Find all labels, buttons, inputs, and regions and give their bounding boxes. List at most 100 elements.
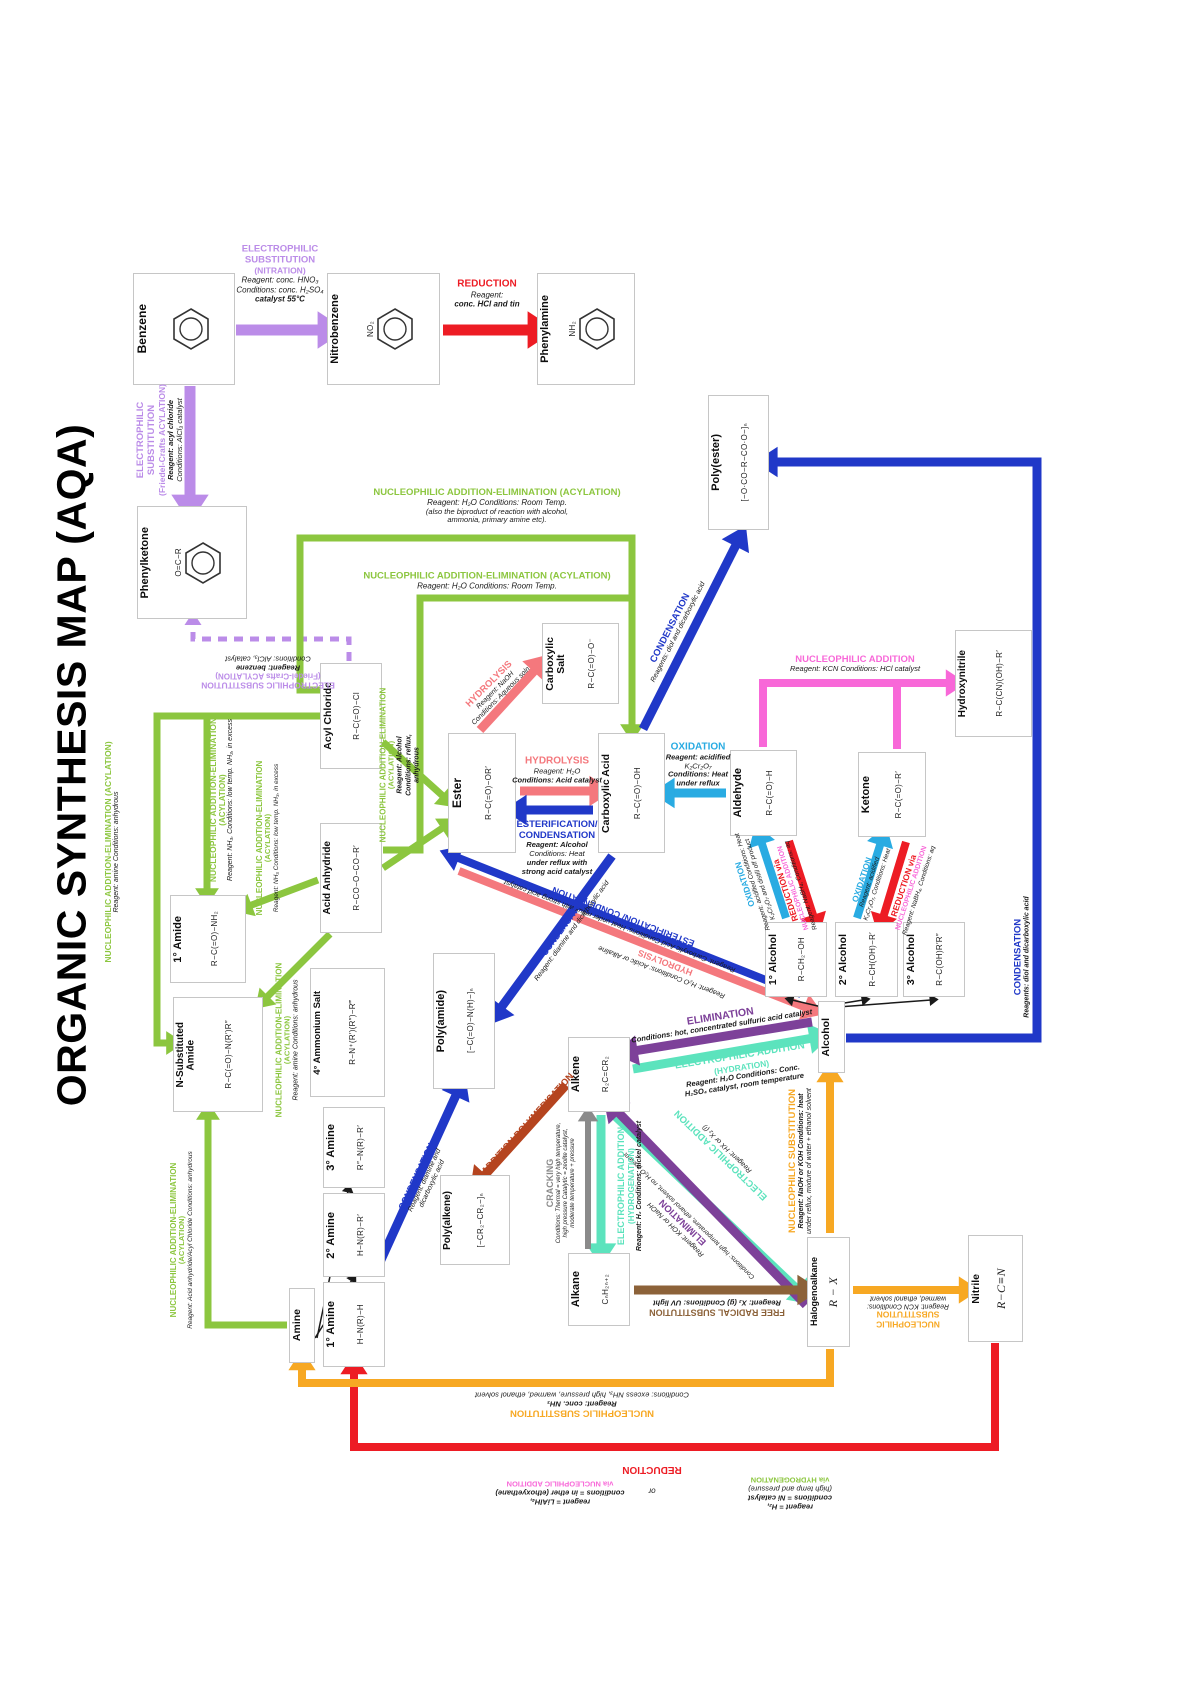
box-carboxylic-acid-structure: R−C(=O)−OH [613,736,662,850]
box-carboxylic-salt-structure: R−C(=O)−O⁻ [568,626,616,701]
label-reduction-lialh4: reagent = LiAlH₄,conditions = in ether (… [495,1479,625,1507]
box-alcohol-1-formula: R−CH₂−OH [797,937,807,982]
box-poly-ester-formula: [−O·CO−R−CO·O−]ₙ [740,423,750,502]
box-alkane: Alkane CₙH₂ₙ₊₂ [568,1253,630,1326]
benzene-ring-icon [376,308,413,350]
box-nitrobenzene-label: Nitrobenzene [329,294,341,364]
box-amine-3-formula: R″−N(R)−R′ [355,1124,365,1171]
benzene-ring-icon [579,308,616,350]
label-nae-amine-up: NUCLEOPHILIC ADDITION-ELIMINATION(ACYLAT… [169,1151,195,1329]
box-ammonium-salt-4-formula: R−N⁺(R′)(R″)−R‴ [348,1000,358,1065]
box-amide-1-formula: R−C(=O)−NH₂ [209,911,219,967]
box-n-sub-amide-structure: R−C(=O)−N(R′)R″ [198,1000,260,1109]
box-ester-structure: R−C(=O)−OR′ [464,736,513,850]
arrow-alkane-to-alkene [577,1105,599,1249]
label-nae-nsub: NUCLEOPHILIC ADDITION-ELIMINATION(ACYLAT… [274,962,301,1118]
box-alcohol-1-label: 1° Alcohol [767,933,779,986]
box-amine-label: Amine [291,1309,303,1342]
box-benzene: Benzene [133,273,235,385]
label-reduction-or: or [648,1486,656,1496]
box-acid-anhydride-label: Acid Anhydride [322,841,333,915]
box-halogenoalkane-label: Halogenoalkane [809,1257,819,1327]
box-amine-1-formula: H−N(R)−H [355,1304,365,1345]
box-ammonium-salt-4: 4° Ammonium Salt R−N⁺(R′)(R″)−R‴ [310,968,385,1097]
box-carboxylic-salt-formula: R−C(=O)−O⁻ [587,638,597,689]
box-alkane-structure: CₙH₂ₙ₊₂ [583,1256,627,1323]
box-ammonium-salt-4-structure: R−N⁺(R′)(R″)−R‴ [324,971,382,1094]
label-reduction-h2: reagent = H₂,conditions = Ni catalyst(hi… [748,1476,832,1512]
label-nae-top-2: NUCLEOPHILIC ADDITION-ELIMINATION (ACYLA… [363,570,611,591]
box-poly-amide: Poly(amide)[−C(=O)−N(H)−]ₙ [433,953,495,1089]
arrow-anhydride-to-acid [383,594,631,854]
box-alcohol-3-label: 3° Alcohol [905,933,917,986]
box-phenylketone-formula: O=C−R [174,548,184,577]
box-alcohol-label: Alcohol [820,1017,832,1057]
arrow-alcohol-link-3 [837,994,939,1008]
box-acyl-chloride-formula: R−C(=O)−Cl [352,692,362,740]
box-amine-3-label: 3° Amine [325,1124,337,1171]
box-amine-1-label: 1° Amine [325,1301,337,1348]
box-alkene-formula: R₂C=CR₂ [600,1056,610,1093]
box-alcohol-structure [833,1004,842,1070]
box-amide-1-structure: R−C(=O)−NH₂ [185,898,243,980]
box-poly-alkene-formula: [−CR₂−CR₂−]ₙ [476,1192,486,1248]
label-nae-top-1: NUCLEOPHILIC ADDITION-ELIMINATION (ACYLA… [373,486,621,525]
box-hydroxynitrile-structure: R−C(CN)(OH)−R′ [969,633,1029,734]
box-alkane-formula: CₙH₂ₙ₊₂ [600,1274,610,1305]
box-amine: Amine [289,1288,315,1363]
box-halogenoalkane-formula: R − X [826,1276,841,1308]
box-aldehyde-formula: R−C(=O)−H [765,770,775,816]
box-amine-2-label: 2° Amine [325,1211,337,1259]
box-alcohol: Alcohol [818,1001,845,1073]
box-alcohol-2-formula: R−CH(OH)−R′ [867,932,877,987]
box-phenylamine-label: Phenylamine [539,295,551,363]
box-acid-anhydride-structure: R−CO−O−CO−R′ [334,826,379,930]
box-poly-ester-label: Poly(ester) [710,434,722,491]
box-halogenoalkane-structure: R − X [820,1240,847,1344]
box-poly-alkene: Poly(alkene) [−CR₂−CR₂−]ₙ [440,1175,510,1265]
box-benzene-structure [149,276,232,382]
box-amine-3: 3° Amine R″−N(R)−R′ [323,1107,385,1188]
box-alcohol-2-label: 2° Alcohol [837,933,849,986]
box-aldehyde-structure: R−C(=O)−H [745,753,794,833]
box-poly-alkene-label: Poly(alkene) [442,1190,453,1250]
label-friedel-crafts-rev: ELECTROPHILIC SUBSTITUTION(Friedel-Craft… [201,654,335,691]
box-ammonium-salt-4-label: 4° Ammonium Salt [312,990,323,1075]
box-nitrile-formula: R−C≡N [993,1267,1008,1310]
box-poly-alkene-structure: [−CR₂−CR₂−]ₙ [454,1178,507,1262]
arrow-alcohol-link-1 [784,994,823,1008]
box-phenylketone-structure: O=C−R [152,509,244,616]
box-acid-anhydride-formula: R−CO−O−CO−R′ [352,845,362,911]
box-alcohol-1: 1° Alcohol R−CH₂−OH [765,922,827,997]
box-alkane-label: Alkane [570,1271,582,1308]
box-poly-amide-label: Poly(amide) [435,989,447,1053]
box-hydroxynitrile-label: Hydroxynitrile [957,649,968,718]
arrow-aldehyde-to-hydroxynitrile [759,669,967,747]
box-acyl-chloride-structure: R−C(=O)−Cl [335,666,379,766]
box-nitrobenzene-formula: NO₂ [365,320,375,337]
